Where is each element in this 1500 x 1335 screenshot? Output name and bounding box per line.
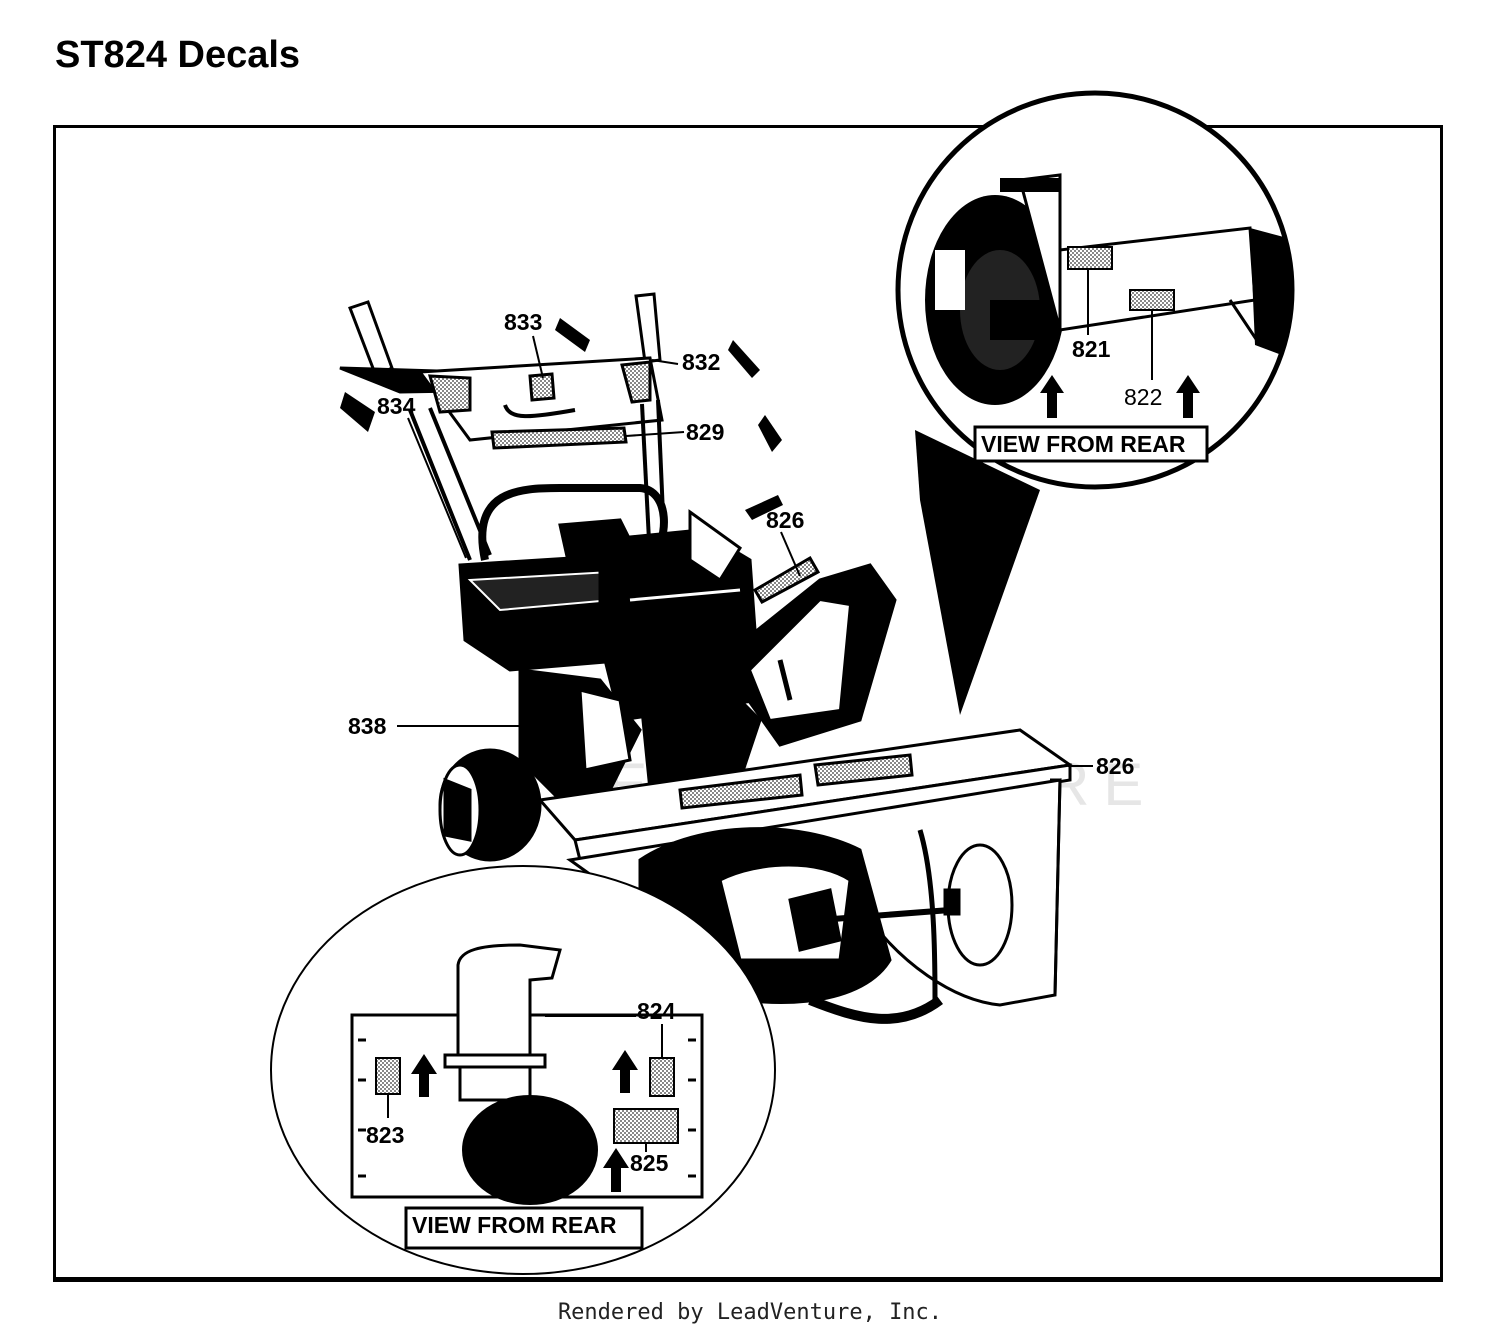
decal-829: [490, 426, 628, 450]
motion-marks: [340, 318, 783, 520]
up-arrow-icon: [1040, 375, 1064, 418]
decal-826-housing: [678, 773, 804, 810]
decal-833: [528, 372, 556, 402]
callout-826-right: 826: [1096, 753, 1134, 779]
snow-thrower-illustration: [339, 292, 1074, 1024]
up-arrow-icon: [1176, 375, 1200, 418]
callout-838: 838: [348, 713, 387, 739]
view-from-rear-label-box-top: [973, 425, 1209, 463]
decal-821: [1067, 246, 1113, 270]
callout-825: 825: [630, 1150, 669, 1176]
callout-833: 833: [504, 309, 542, 335]
view-from-rear-label-top: VIEW FROM REAR: [981, 431, 1186, 457]
callout-824: 824: [637, 998, 676, 1024]
callout-826-top: 826: [766, 507, 804, 533]
up-arrow-icon: [612, 1050, 638, 1093]
decal-823: [375, 1057, 401, 1095]
callout-822: 822: [1124, 384, 1162, 410]
decal-822: [1129, 289, 1175, 311]
up-arrow-icon: [411, 1054, 437, 1097]
rear-view-inset-bottom: 824 823 825 VIEW FROM REAR: [270, 865, 776, 1275]
decal-826-top: [752, 555, 821, 605]
inset-connector-top: [915, 430, 1040, 715]
view-from-rear-label-bottom: VIEW FROM REAR: [412, 1212, 617, 1238]
decals-diagram: LEADVENTURE 821 822: [270, 90, 1295, 1275]
up-arrow-icon: [603, 1148, 629, 1192]
decal-825: [613, 1108, 679, 1144]
rear-view-inset-top: 821 822 VIEW FROM REAR: [895, 90, 1295, 715]
callout-821: 821: [1072, 336, 1111, 362]
callout-834: 834: [377, 393, 416, 419]
callout-829: 829: [686, 419, 724, 445]
page-title: ST824 Decals: [55, 34, 301, 76]
callout-832: 832: [682, 349, 720, 375]
callout-823: 823: [366, 1122, 404, 1148]
footer-credit: Rendered by LeadVenture, Inc.: [557, 1300, 943, 1325]
view-from-rear-label-box-bottom: [404, 1206, 644, 1250]
decal-824: [649, 1057, 675, 1097]
leader-lines-main: [397, 335, 1093, 767]
